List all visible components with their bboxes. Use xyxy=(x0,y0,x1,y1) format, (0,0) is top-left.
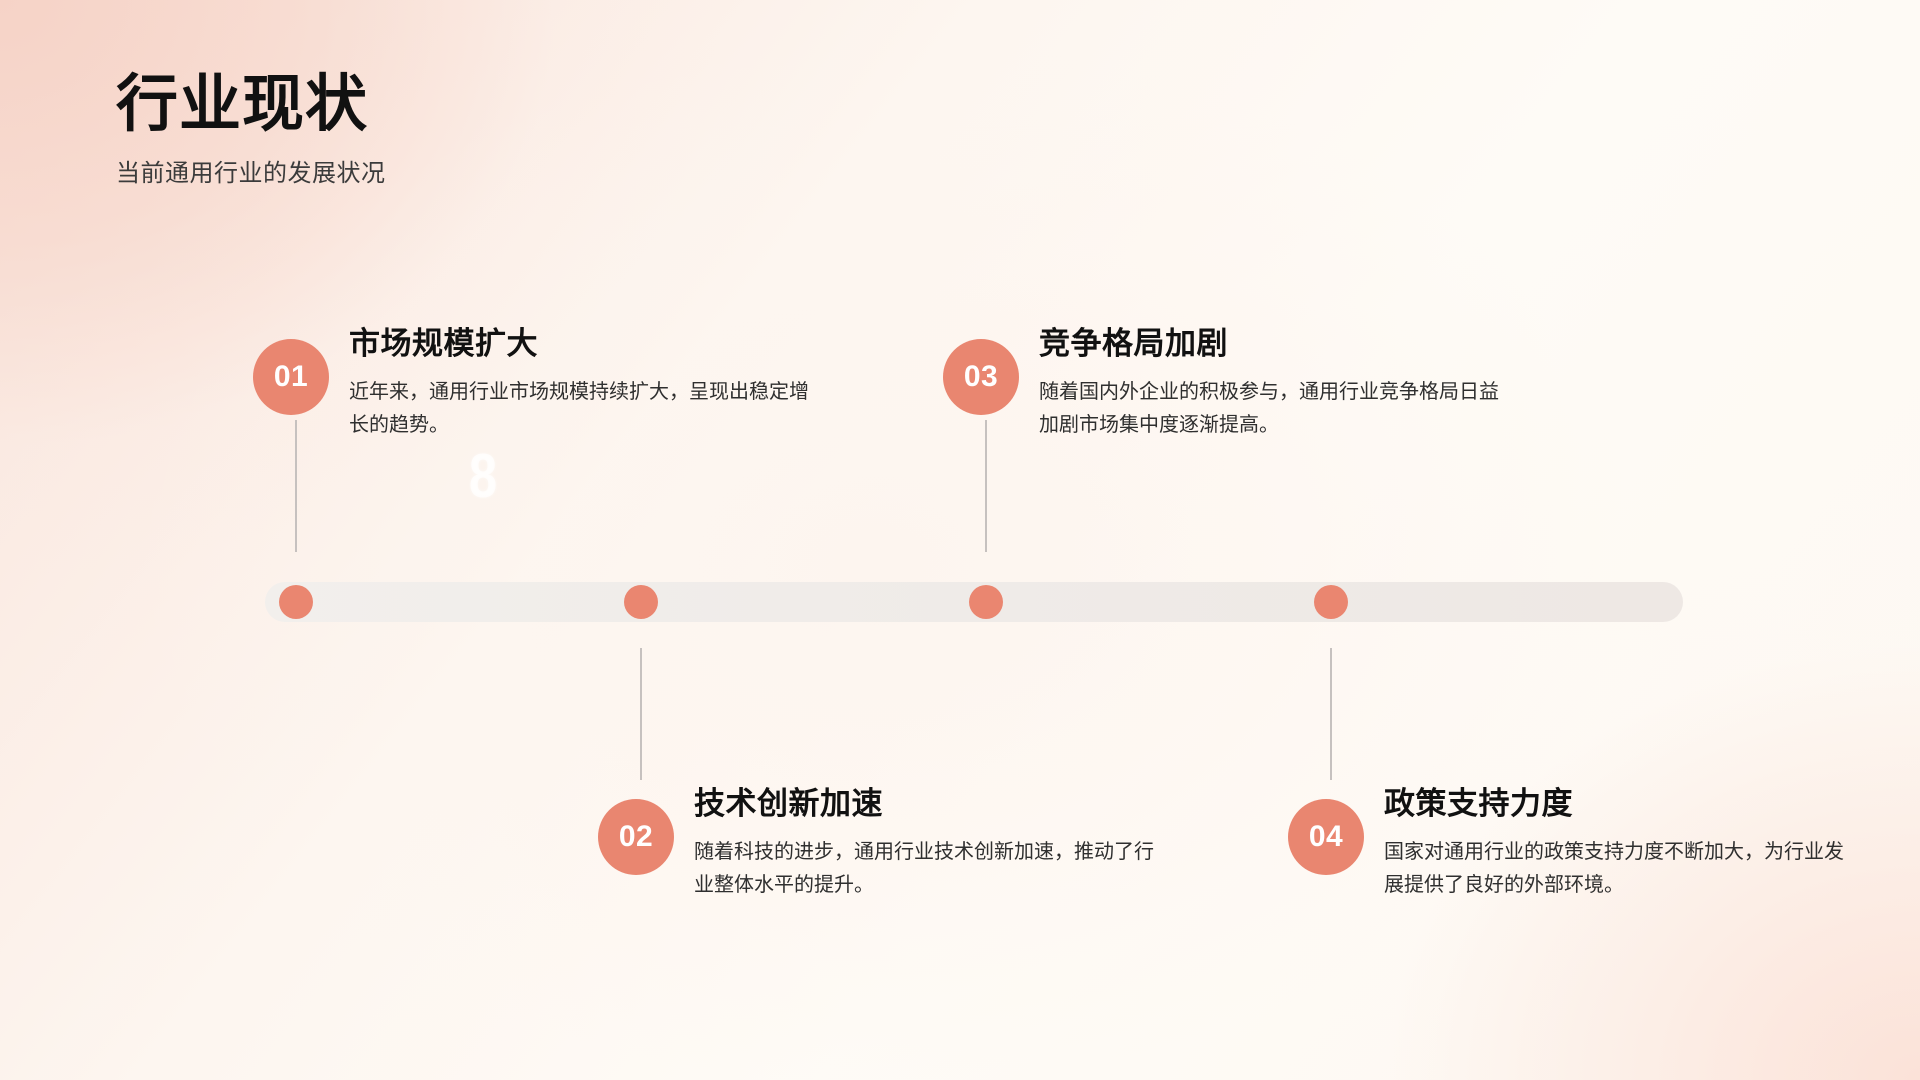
timeline-item-title-02: 技术创新加速 xyxy=(694,786,883,821)
timeline-dot-04[interactable] xyxy=(1314,585,1348,619)
timeline-item-title-04: 政策支持力度 xyxy=(1384,786,1573,821)
timeline-dot-03[interactable] xyxy=(969,585,1003,619)
page-title: 行业现状 xyxy=(116,70,369,139)
slide-header: 行业现状 当前通用行业的发展状况 xyxy=(116,70,386,188)
timeline-item-desc-01: 近年来，通用行业市场规模持续扩大，呈现出稳定增长的趋势。 xyxy=(349,381,809,436)
timeline-badge-04: 04 xyxy=(1288,799,1364,875)
connector-line-01 xyxy=(295,420,297,552)
page-subtitle: 当前通用行业的发展状况 xyxy=(116,159,386,187)
timeline-item-04[interactable]: 04 政策支持力度 国家对通用行业的政策支持力度不断加大，为行业发展提供了良好的… xyxy=(1288,785,1848,901)
timeline-badge-01: 01 xyxy=(253,339,329,415)
timeline-item-title-01: 市场规模扩大 xyxy=(349,326,538,361)
timeline-item-desc-04: 国家对通用行业的政策支持力度不断加大，为行业发展提供了良好的外部环境。 xyxy=(1384,841,1844,896)
timeline-item-title-03: 竞争格局加剧 xyxy=(1039,326,1228,361)
watermark-glyph: 8 xyxy=(468,442,497,511)
connector-line-02 xyxy=(640,648,642,780)
timeline-badge-02: 02 xyxy=(598,799,674,875)
timeline-item-01[interactable]: 01 市场规模扩大 近年来，通用行业市场规模持续扩大，呈现出稳定增长的趋势。 xyxy=(253,325,813,441)
timeline-item-body-04: 政策支持力度 国家对通用行业的政策支持力度不断加大，为行业发展提供了良好的外部环… xyxy=(1384,785,1848,901)
timeline-dot-02[interactable] xyxy=(624,585,658,619)
timeline-item-03[interactable]: 03 竞争格局加剧 随着国内外企业的积极参与，通用行业竞争格局日益加剧市场集中度… xyxy=(943,325,1503,441)
timeline-item-02[interactable]: 02 技术创新加速 随着科技的进步，通用行业技术创新加速，推动了行业整体水平的提… xyxy=(598,785,1158,901)
timeline-item-body-01: 市场规模扩大 近年来，通用行业市场规模持续扩大，呈现出稳定增长的趋势。 xyxy=(349,325,813,441)
timeline-dot-01[interactable] xyxy=(279,585,313,619)
connector-line-04 xyxy=(1330,648,1332,780)
timeline-badge-03: 03 xyxy=(943,339,1019,415)
timeline-item-desc-03: 随着国内外企业的积极参与，通用行业竞争格局日益加剧市场集中度逐渐提高。 xyxy=(1039,381,1499,436)
timeline-item-body-03: 竞争格局加剧 随着国内外企业的积极参与，通用行业竞争格局日益加剧市场集中度逐渐提… xyxy=(1039,325,1503,441)
connector-line-03 xyxy=(985,420,987,552)
timeline-item-body-02: 技术创新加速 随着科技的进步，通用行业技术创新加速，推动了行业整体水平的提升。 xyxy=(694,785,1158,901)
timeline-item-desc-02: 随着科技的进步，通用行业技术创新加速，推动了行业整体水平的提升。 xyxy=(694,841,1154,896)
